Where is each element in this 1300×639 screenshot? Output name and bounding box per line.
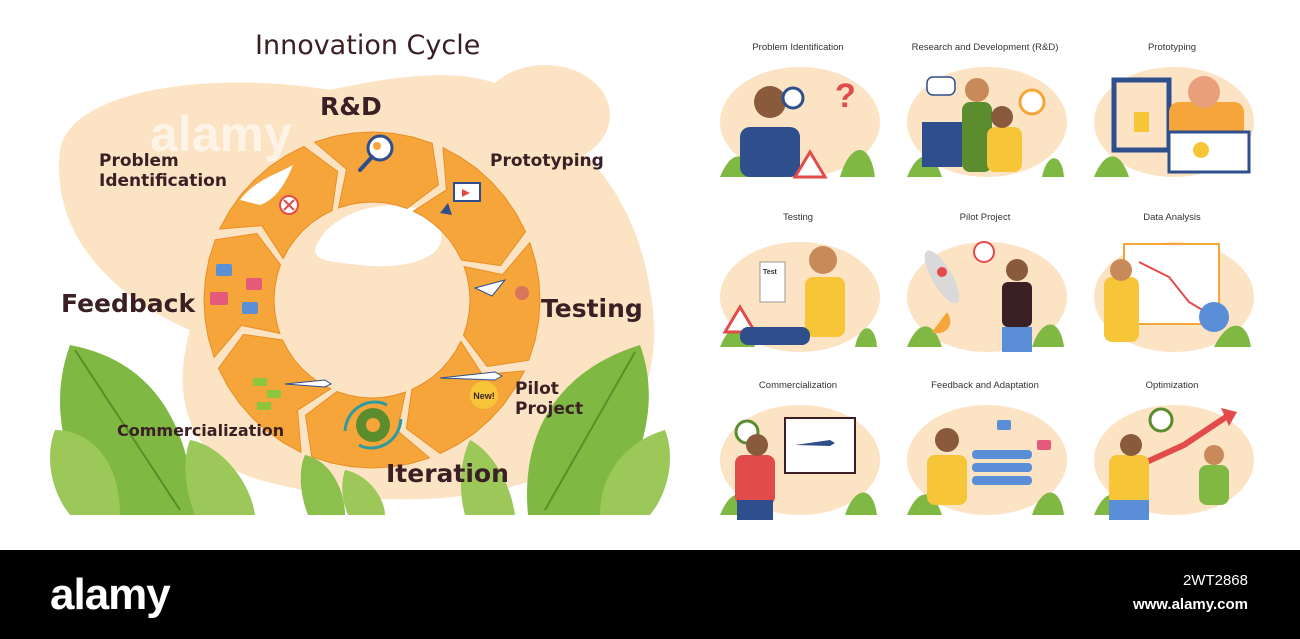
- label-commercialization: Commercialization: [117, 421, 285, 440]
- panel-title: Data Analysis: [1143, 212, 1201, 223]
- leaf-decoration-left: [50, 345, 385, 515]
- footer-logo: alamy: [50, 570, 171, 619]
- cycle-arrow-segment: [218, 145, 339, 260]
- label-feedback: Feedback: [61, 289, 196, 318]
- label-problem-line1: Problem: [99, 151, 179, 171]
- footer-url: www.alamy.com: [1132, 596, 1248, 613]
- panel-title: Prototyping: [1147, 42, 1197, 53]
- panel-title: Commercialization: [758, 380, 838, 391]
- panel-title: Optimization: [1145, 380, 1199, 391]
- label-iteration: Iteration: [386, 459, 509, 488]
- footer-image-id: 2WT2868: [1182, 572, 1248, 589]
- svg-text:?: ?: [835, 77, 856, 115]
- panel-problem-identification: Problem Identification ?: [715, 42, 881, 192]
- feedback-illustration: [907, 405, 1067, 515]
- cycle-arrow-segment: [412, 146, 527, 267]
- panel-title: Research and Development (R&D): [911, 42, 1059, 53]
- test-note-text: Test: [763, 269, 778, 276]
- panel-feedback-adaptation: Feedback and Adaptation: [902, 380, 1068, 530]
- social-icons: [210, 264, 262, 314]
- commercialization-illustration: [720, 405, 880, 520]
- bird-icon: [240, 165, 299, 215]
- label-pilot: Pilot Project: [515, 379, 584, 419]
- panel-testing: Testing Test: [715, 212, 881, 362]
- cycle-arrow-segment: [313, 131, 440, 210]
- label-pilot-line1: Pilot: [515, 379, 559, 399]
- panel-title: Feedback and Adaptation: [931, 380, 1039, 391]
- panel-optimization: Optimization: [1089, 380, 1255, 530]
- diagram-title: Innovation Cycle: [255, 30, 481, 61]
- panel-pilot-project: Pilot Project: [902, 212, 1068, 362]
- data-analysis-illustration: [1094, 242, 1254, 352]
- label-testing: Testing: [541, 294, 643, 323]
- panel-title: Pilot Project: [959, 212, 1011, 223]
- panel-data-analysis: Data Analysis: [1089, 212, 1255, 362]
- footer-bar: alamy 2WT2868 www.alamy.com: [0, 550, 1300, 639]
- watermark: alamy: [150, 106, 292, 162]
- panel-title: Problem Identification: [752, 42, 844, 53]
- panel-prototyping: Prototyping: [1089, 42, 1255, 192]
- money-icon: [253, 378, 332, 410]
- optimization-illustration: [1094, 405, 1254, 520]
- new-badge-text: New!: [473, 391, 495, 401]
- innovation-cycle-diagram: New!: [50, 65, 670, 515]
- cycle-arrow-segment: [462, 241, 541, 368]
- panel-research-development: Research and Development (R&D): [902, 42, 1068, 192]
- magnifier-icon: [358, 134, 394, 172]
- cycle-arrow-segment: [405, 340, 526, 455]
- testing-illustration: Test: [720, 242, 880, 352]
- label-pilot-line2: Project: [515, 398, 584, 419]
- prototyping-illustration: [1094, 67, 1254, 177]
- researchers-illustration: [907, 67, 1067, 177]
- person-magnifier-illustration: ?: [720, 67, 880, 179]
- monitor-icon: [440, 182, 481, 215]
- leaf-decoration-right: [460, 345, 670, 515]
- label-problem-line2: Identification: [99, 170, 227, 191]
- illustration-stage: New!: [50, 30, 1255, 530]
- label-prototyping: Prototyping: [490, 151, 604, 171]
- gear-icon: [343, 400, 403, 450]
- label-rd: R&D: [320, 92, 382, 121]
- paper-plane-icon: [473, 279, 529, 300]
- airplane-icon: New!: [439, 371, 504, 409]
- panel-title: Testing: [782, 212, 814, 223]
- label-problem-identification: Problem Identification: [99, 151, 227, 191]
- pilot-project-illustration: [907, 241, 1067, 352]
- panel-commercialization: Commercialization: [715, 380, 881, 530]
